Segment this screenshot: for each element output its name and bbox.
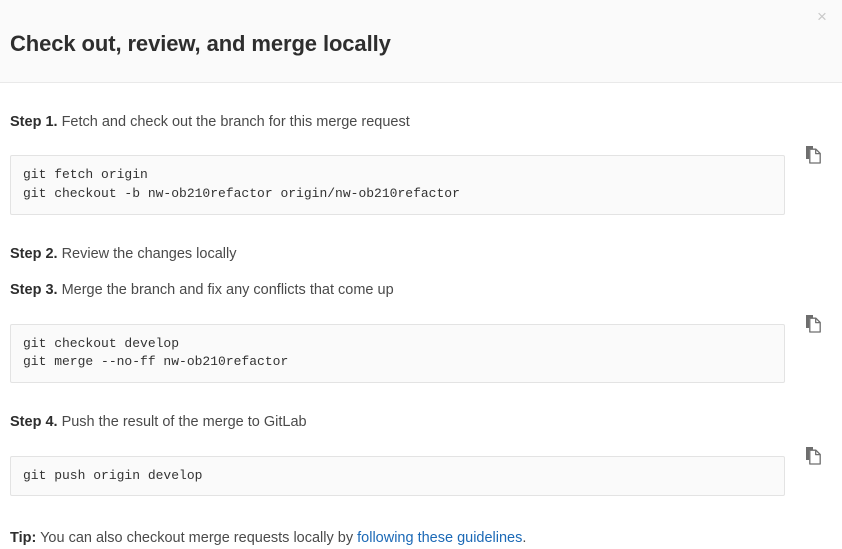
step-1-description: Step 1. Fetch and check out the branch f…	[10, 112, 832, 132]
step-4-label: Step 4.	[10, 414, 58, 431]
tip-label: Tip:	[10, 530, 37, 547]
step-3-code-row: git checkout develop git merge --no-ff n…	[10, 311, 832, 397]
copy-icon[interactable]	[798, 311, 828, 341]
modal-header: Check out, review, and merge locally ×	[0, 0, 842, 83]
tip-line: Tip: You can also checkout merge request…	[10, 528, 832, 548]
tip-text-before: You can also checkout merge requests loc…	[36, 530, 358, 547]
step-3-description: Step 3. Merge the branch and fix any con…	[10, 280, 832, 300]
copy-icon[interactable]	[798, 443, 828, 473]
step-2-label: Step 2.	[10, 245, 58, 262]
copy-icon[interactable]	[798, 142, 828, 172]
guidelines-link[interactable]: following these guidelines	[357, 530, 523, 547]
step-2-text: Review the changes locally	[57, 245, 237, 262]
step-1-code-row: git fetch origin git checkout -b nw-ob21…	[10, 142, 832, 228]
step-1-code-block[interactable]: git fetch origin git checkout -b nw-ob21…	[10, 155, 785, 215]
step-1-text: Fetch and check out the branch for this …	[57, 114, 410, 130]
step-3-code-block[interactable]: git checkout develop git merge --no-ff n…	[10, 323, 785, 384]
step-3-text: Merge the branch and fix any conflicts t…	[57, 282, 394, 299]
step-4-text: Push the result of the merge to GitLab	[57, 414, 307, 431]
step-1-label: Step 1.	[10, 114, 58, 130]
step-4-code-block[interactable]: git push origin develop	[10, 455, 785, 497]
step-2-description: Step 2. Review the changes locally	[10, 244, 832, 264]
step-4-code-row: git push origin develop	[10, 443, 832, 510]
modal-body: Step 1. Fetch and check out the branch f…	[0, 112, 842, 549]
step-3-label: Step 3.	[10, 282, 58, 299]
tip-text-after: .	[522, 530, 527, 547]
page-title: Check out, review, and merge locally	[10, 30, 391, 56]
close-icon[interactable]: ×	[812, 7, 832, 27]
step-4-description: Step 4. Push the result of the merge to …	[10, 412, 832, 432]
